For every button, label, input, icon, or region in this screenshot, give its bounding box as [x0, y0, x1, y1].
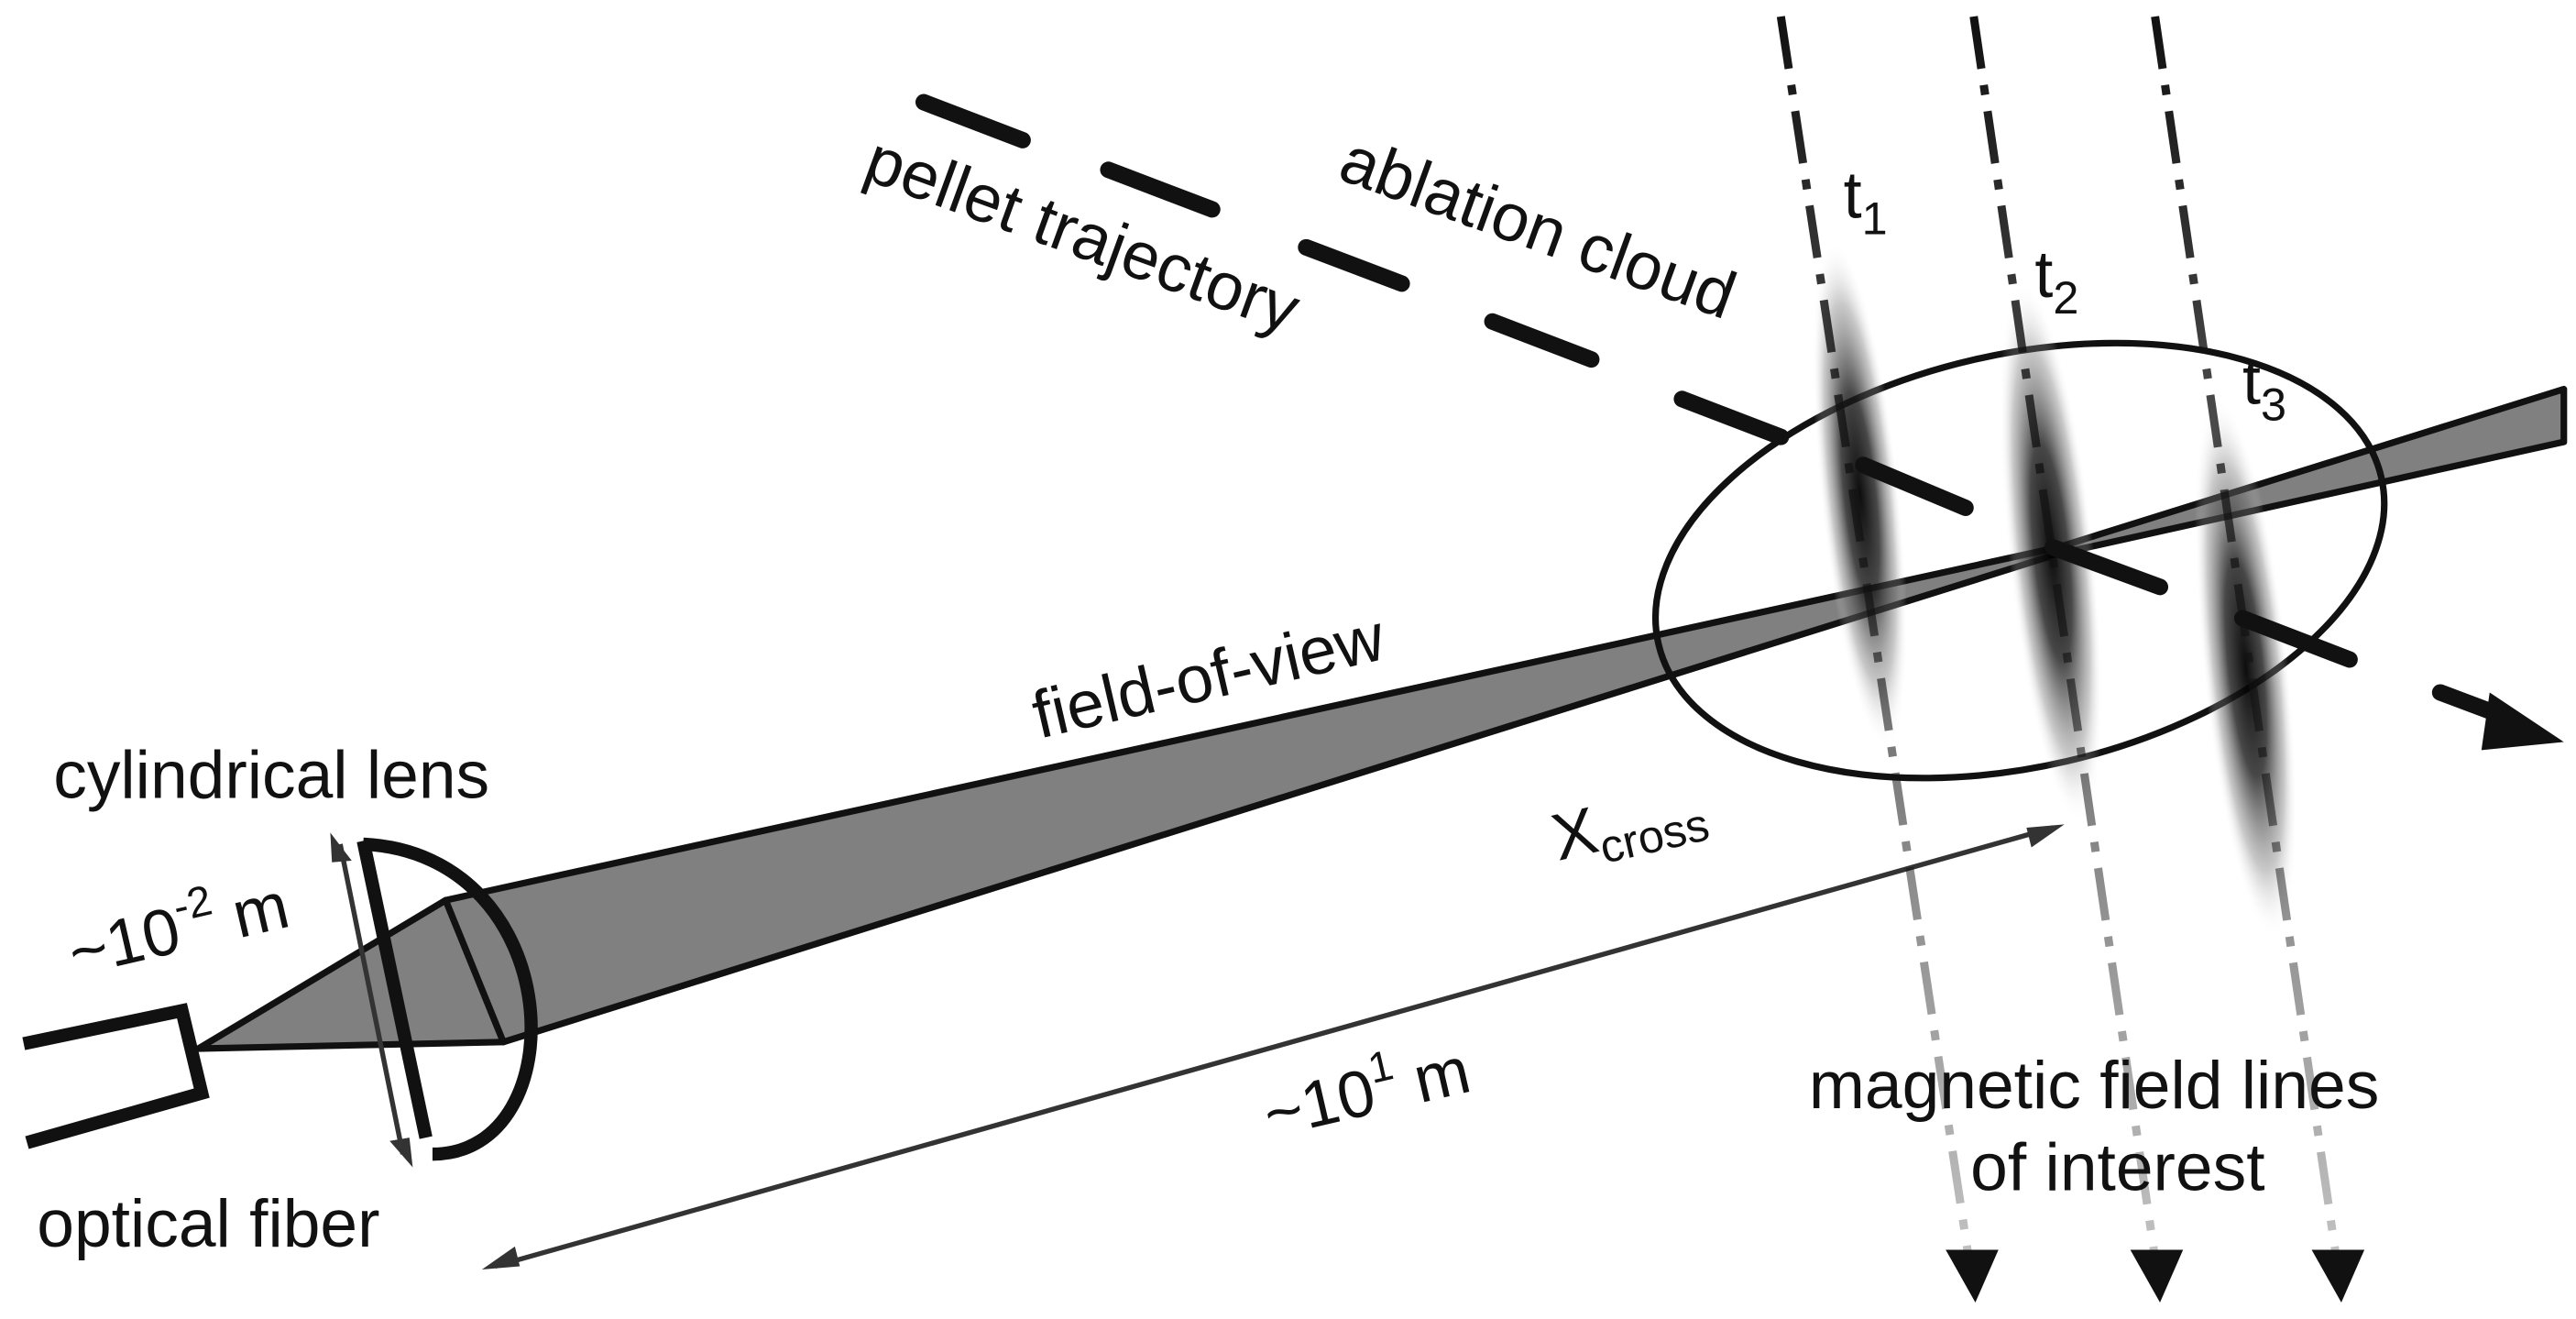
- ablation-blob-t1: [1812, 240, 1908, 749]
- label-t3: t3: [2242, 346, 2286, 431]
- label-magnetic-field-lines-1: magnetic field lines: [1809, 1048, 2379, 1123]
- pellet-trajectory: [915, 93, 2564, 751]
- label-ablation-cloud: ablation cloud: [1331, 121, 1745, 334]
- field-line-3-arrowhead: [2311, 1249, 2365, 1303]
- label-x-cross: Xcross: [1545, 769, 1714, 884]
- label-lens-size: ~10-2 m: [60, 860, 296, 991]
- field-line-3: [2151, 16, 2342, 1270]
- field-line-1-arrowhead: [1946, 1249, 1999, 1303]
- label-pellet-trajectory: pellet trajectory: [856, 121, 1310, 347]
- lens-size-arrow: [330, 832, 413, 1168]
- cylindrical-lens: [356, 837, 538, 1161]
- label-optical-fiber: optical fiber: [37, 1186, 379, 1261]
- label-cylindrical-lens: cylindrical lens: [53, 738, 489, 813]
- label-magnetic-field-lines-2: of interest: [1970, 1130, 2264, 1205]
- optical-fiber: [22, 1003, 210, 1149]
- distance-arrow: [481, 824, 2065, 1270]
- field-line-arrowheads: [1946, 1249, 2365, 1303]
- field-line-2: [1969, 16, 2161, 1270]
- label-t1: t1: [1844, 159, 1888, 244]
- field-line-2-arrowhead: [2130, 1249, 2184, 1303]
- field-line-1: [1776, 16, 1975, 1270]
- label-t2: t2: [2034, 238, 2078, 324]
- magnetic-field-lines: [1776, 16, 2342, 1270]
